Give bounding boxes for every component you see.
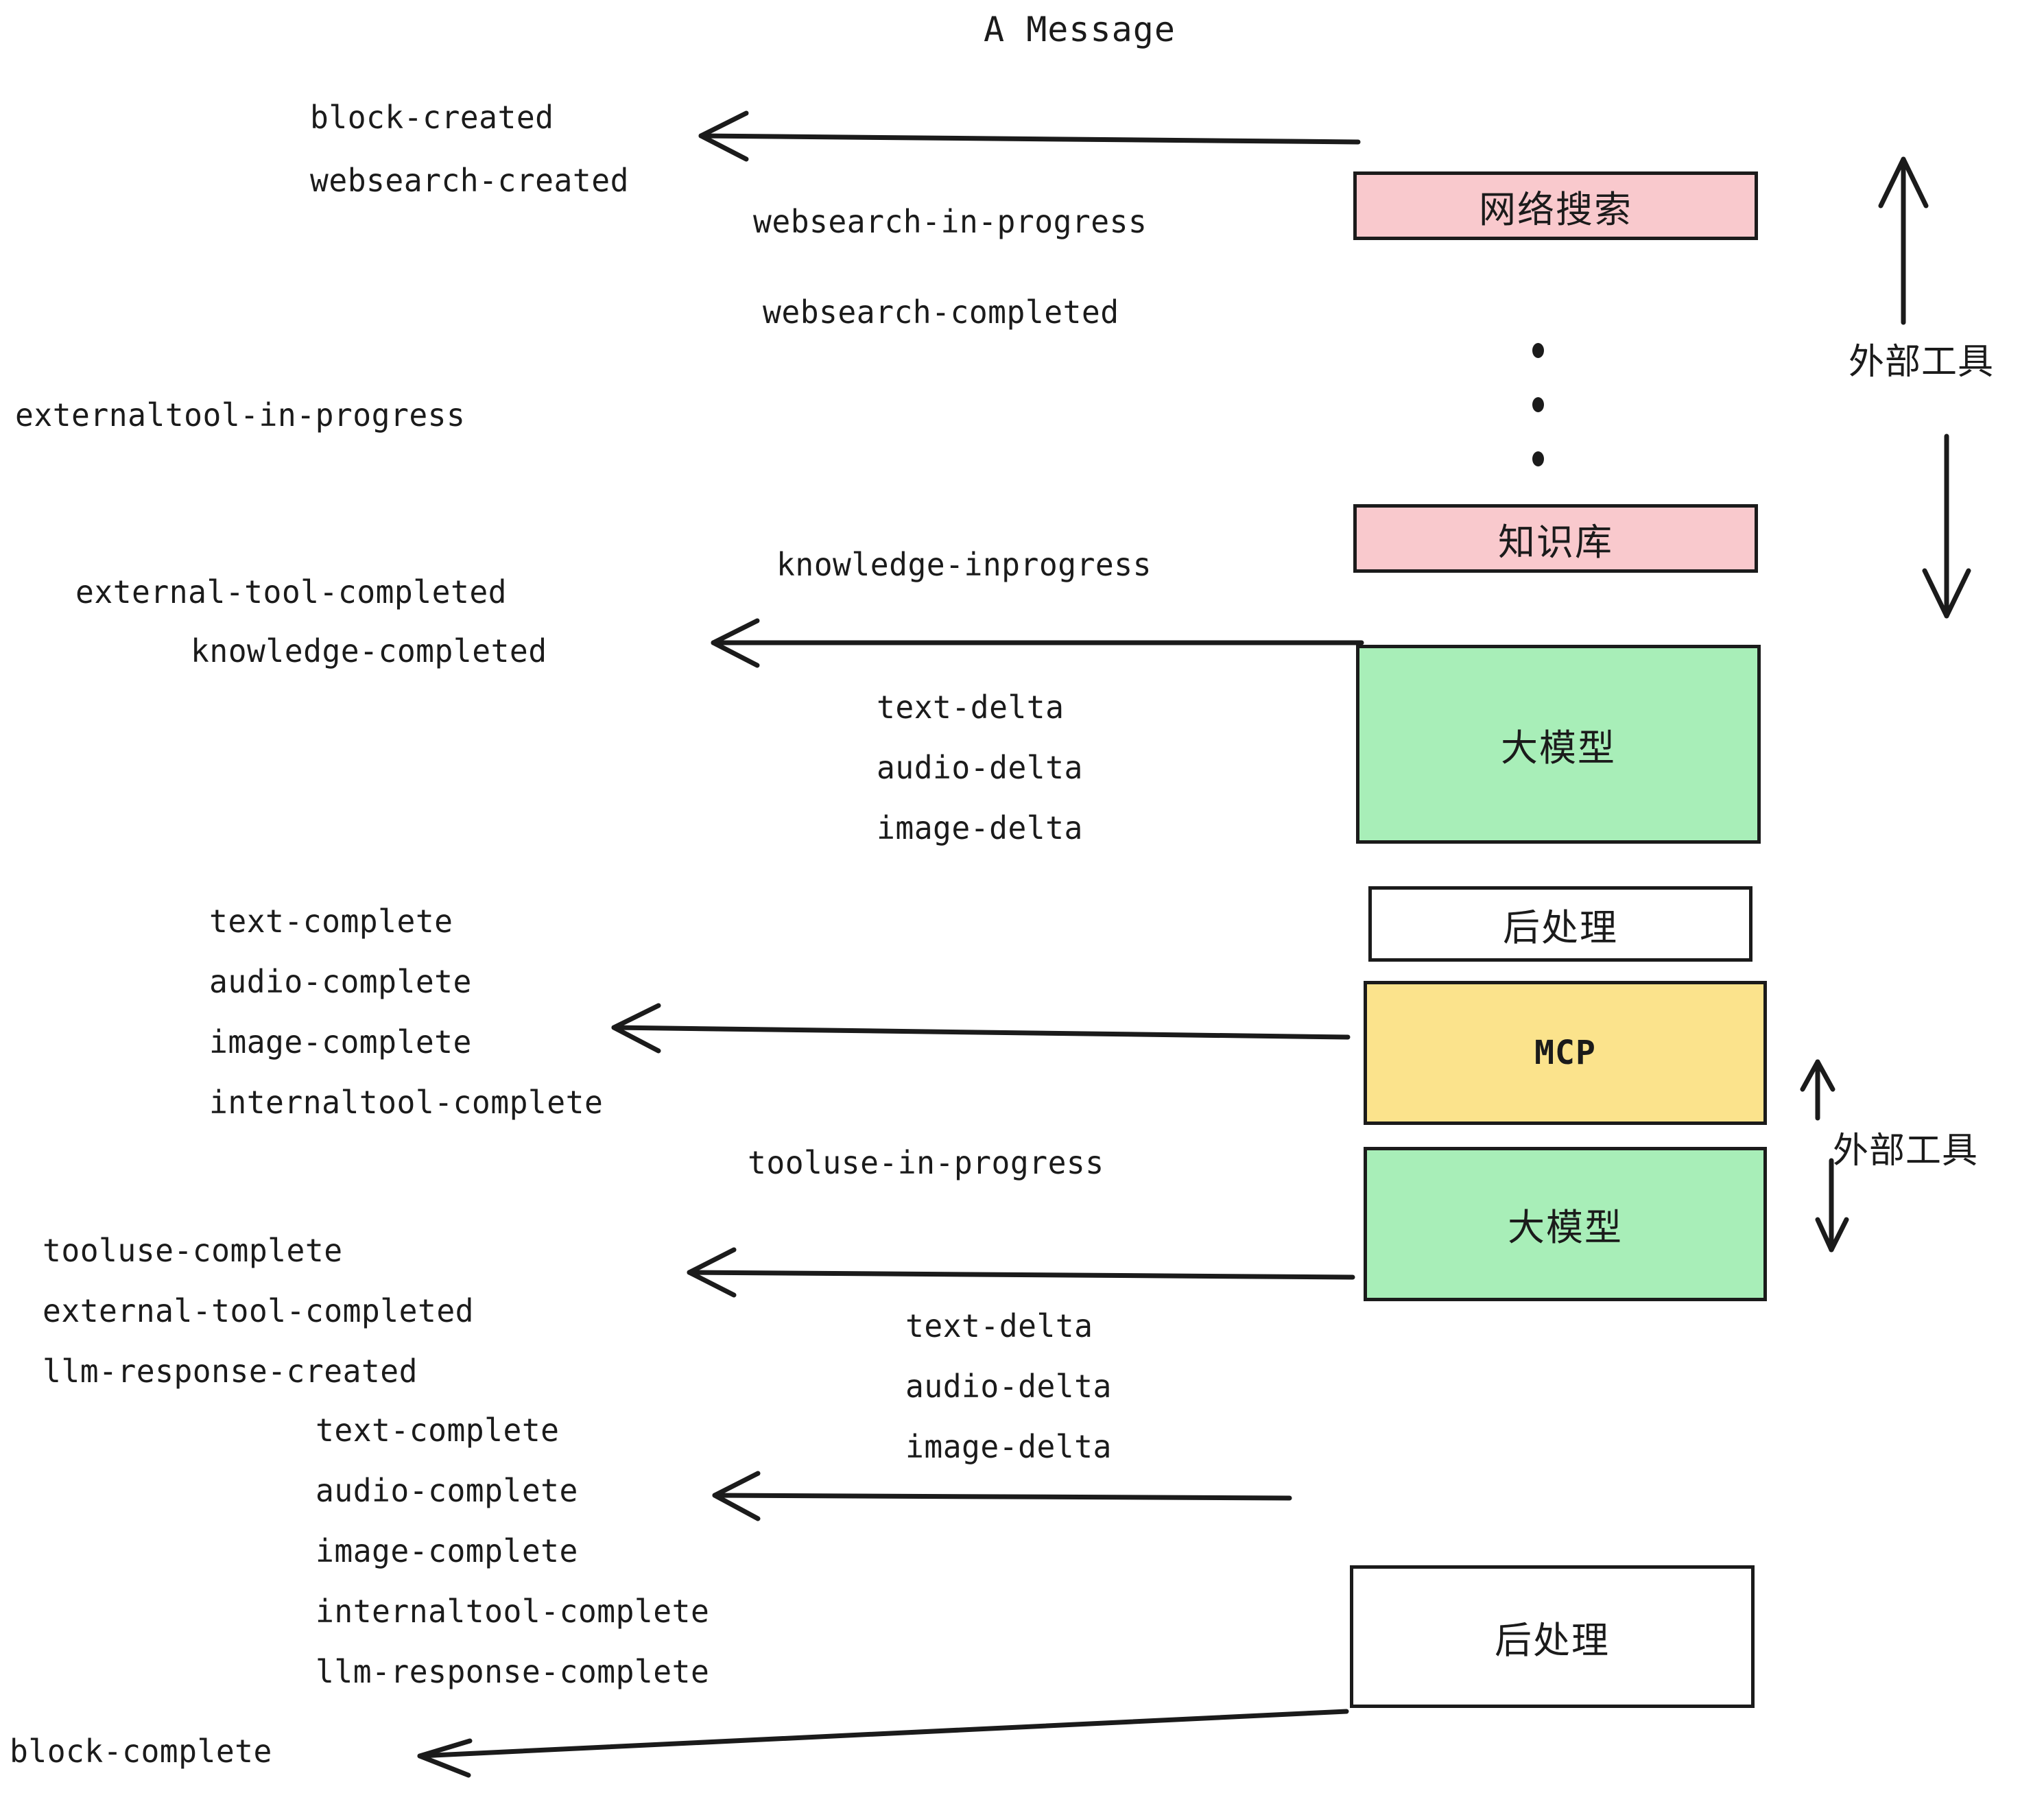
box-llm-bottom-label: 大模型 <box>1508 1206 1623 1249</box>
arrow-websearch-to-created <box>698 110 1361 162</box>
event-llm-response-created: llm-response-created <box>43 1353 418 1390</box>
vertical-ellipsis-icon <box>1531 343 1545 466</box>
page-title: A Message <box>984 10 1176 49</box>
event-audio-delta-2: audio-delta <box>905 1368 1112 1405</box>
box-postprocess-bottom[interactable]: 后处理 <box>1350 1565 1755 1708</box>
event-tooluse-complete: tooluse-complete <box>43 1232 343 1269</box>
box-llm-top-label: 大模型 <box>1501 726 1616 770</box>
box-knowledge[interactable]: 知识库 <box>1353 504 1758 573</box>
event-tooluse-in-progress: tooluse-in-progress <box>748 1144 1104 1181</box>
box-llm-bottom[interactable]: 大模型 <box>1364 1147 1767 1301</box>
box-postprocess-top-label: 后处理 <box>1503 905 1618 949</box>
event-block-complete: block-complete <box>10 1733 272 1770</box>
box-mcp[interactable]: MCP <box>1364 981 1767 1125</box>
event-internaltool-complete-2: internaltool-complete <box>316 1593 710 1630</box>
event-text-complete-2: text-complete <box>316 1412 560 1449</box>
event-audio-complete-2: audio-complete <box>316 1472 578 1509</box>
box-websearch[interactable]: 网络搜索 <box>1353 171 1758 240</box>
group-label-external-tool-bottom: 外部工具 <box>1833 1130 1979 1172</box>
group-label-external-tool-top: 外部工具 <box>1849 342 1995 383</box>
box-knowledge-label: 知识库 <box>1498 520 1613 564</box>
event-audio-complete-1: audio-complete <box>209 963 472 1000</box>
box-websearch-label: 网络搜索 <box>1479 187 1632 231</box>
event-image-delta-2: image-delta <box>905 1428 1112 1465</box>
arrow-postprocess-to-block-complete <box>417 1709 1349 1778</box>
event-internaltool-complete-1: internaltool-complete <box>209 1084 604 1121</box>
box-mcp-label: MCP <box>1534 1034 1596 1072</box>
arrow-llm-to-knowledge-completed <box>711 618 1364 668</box>
arrow-llm-bottom-to-tooluse-complete <box>687 1247 1355 1298</box>
event-websearch-completed: websearch-completed <box>763 294 1119 331</box>
event-block-created: block-created <box>310 99 554 136</box>
event-image-delta-1: image-delta <box>877 809 1083 846</box>
event-text-complete-1: text-complete <box>209 903 453 940</box>
event-llm-response-complete: llm-response-complete <box>316 1653 710 1690</box>
event-websearch-created: websearch-created <box>310 162 629 199</box>
event-image-complete-1: image-complete <box>209 1023 472 1060</box>
event-image-complete-2: image-complete <box>316 1532 578 1569</box>
box-postprocess-top[interactable]: 后处理 <box>1368 886 1752 962</box>
event-audio-delta-1: audio-delta <box>877 749 1083 786</box>
event-external-tool-completed-2: external-tool-completed <box>43 1292 475 1329</box>
group-arrow-external-tool-top <box>1878 156 1971 619</box>
event-knowledge-completed: knowledge-completed <box>191 632 547 669</box>
box-postprocess-bottom-label: 后处理 <box>1495 1618 1610 1662</box>
event-text-delta-2: text-delta <box>905 1307 1093 1344</box>
event-external-tool-completed-1: external-tool-completed <box>75 573 508 610</box>
arrow-mcp-to-image-complete <box>611 1003 1351 1054</box>
box-llm-top[interactable]: 大模型 <box>1356 645 1761 844</box>
arrow-llm-bottom-to-audio-complete <box>712 1471 1292 1521</box>
event-knowledge-inprogress: knowledge-inprogress <box>776 546 1152 583</box>
event-text-delta-1: text-delta <box>877 689 1065 726</box>
event-websearch-in-progress: websearch-in-progress <box>753 203 1148 240</box>
event-externaltool-in-progress: externaltool-in-progress <box>15 396 466 434</box>
